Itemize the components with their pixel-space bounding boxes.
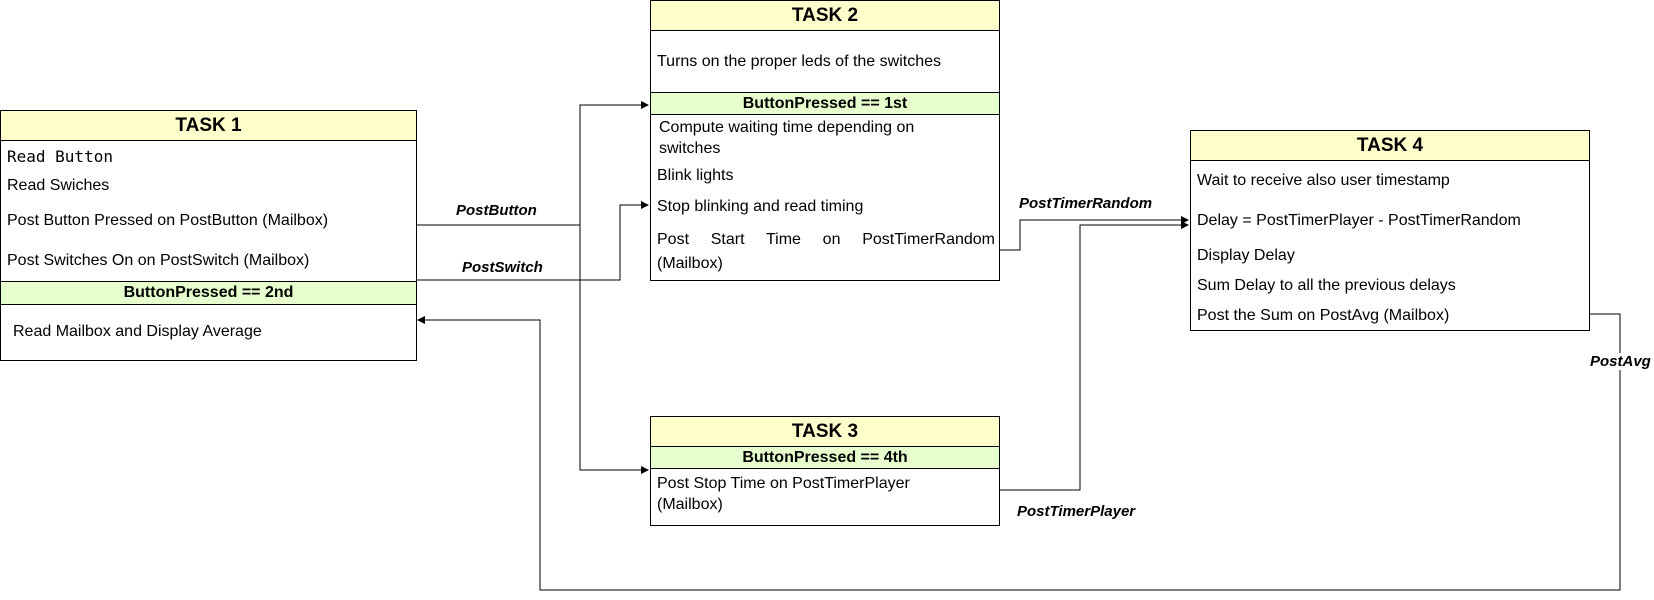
task1-row-post-switches: Post Switches On on PostSwitch (Mailbox)	[7, 252, 310, 269]
edge-postbutton-to-task2	[416, 101, 649, 226]
task2-row-blink: Blink lights	[657, 167, 734, 184]
task4-row-post-sum: Post the Sum on PostAvg (Mailbox)	[1197, 307, 1450, 324]
task4-row-display-delay: Display Delay	[1197, 247, 1295, 264]
edge-posttimerplayer-to-task4	[999, 221, 1189, 491]
task3-condition: ButtonPressed == 4th	[651, 446, 999, 469]
task1-row-read-switches: Read Swiches	[7, 177, 110, 194]
edge-posttimerrandom-to-task4	[999, 216, 1189, 251]
task2-row-stop-blink: Stop blinking and read timing	[657, 198, 864, 215]
task4-row-sum-delay: Sum Delay to all the previous delays	[1197, 277, 1456, 294]
task2-row-post-start: Post Start Time on PostTimerRandom (Mail…	[657, 231, 995, 272]
edge-postswitch-to-task2	[416, 201, 649, 281]
task4-title: TASK 4	[1191, 131, 1589, 161]
task1-row-post-button: Post Button Pressed on PostButton (Mailb…	[7, 212, 329, 229]
task3-row-post-stop: Post Stop Time on PostTimerPlayer (Mailb…	[657, 475, 910, 513]
task3-title: TASK 3	[651, 417, 999, 447]
task2-row-compute-wait: Compute waiting time depending on switch…	[659, 119, 915, 157]
task4-box: TASK 4 Wait to receive also user timesta…	[1190, 130, 1590, 331]
edge-label-postswitch: PostSwitch	[462, 259, 543, 276]
edge-postbutton-to-task3	[579, 225, 649, 474]
edge-label-postavg: PostAvg	[1590, 353, 1651, 370]
task4-row-wait: Wait to receive also user timestamp	[1197, 172, 1450, 189]
edge-label-postbutton: PostButton	[456, 202, 537, 219]
task3-box: TASK 3 ButtonPressed == 4th Post Stop Ti…	[650, 416, 1000, 526]
task1-row-read-button: Read Button	[7, 147, 113, 166]
edge-label-posttimerplayer: PostTimerPlayer	[1017, 503, 1136, 520]
task2-intro: Turns on the proper leds of the switches	[657, 53, 941, 70]
task2-condition: ButtonPressed == 1st	[651, 92, 999, 115]
task1-title: TASK 1	[1, 111, 416, 141]
edge-label-posttimerrandom: PostTimerRandom	[1019, 195, 1153, 212]
task1-box: TASK 1 Read Button Read Swiches Post But…	[0, 110, 417, 361]
task1-condition: ButtonPressed == 2nd	[1, 281, 416, 305]
task2-box: TASK 2 Turns on the proper leds of the s…	[650, 0, 1000, 281]
task2-title: TASK 2	[651, 1, 999, 31]
edge-postavg-to-task1	[417, 313, 1621, 591]
task1-row-read-mailbox: Read Mailbox and Display Average	[13, 323, 262, 340]
task4-row-delay: Delay = PostTimerPlayer - PostTimerRando…	[1197, 212, 1521, 229]
